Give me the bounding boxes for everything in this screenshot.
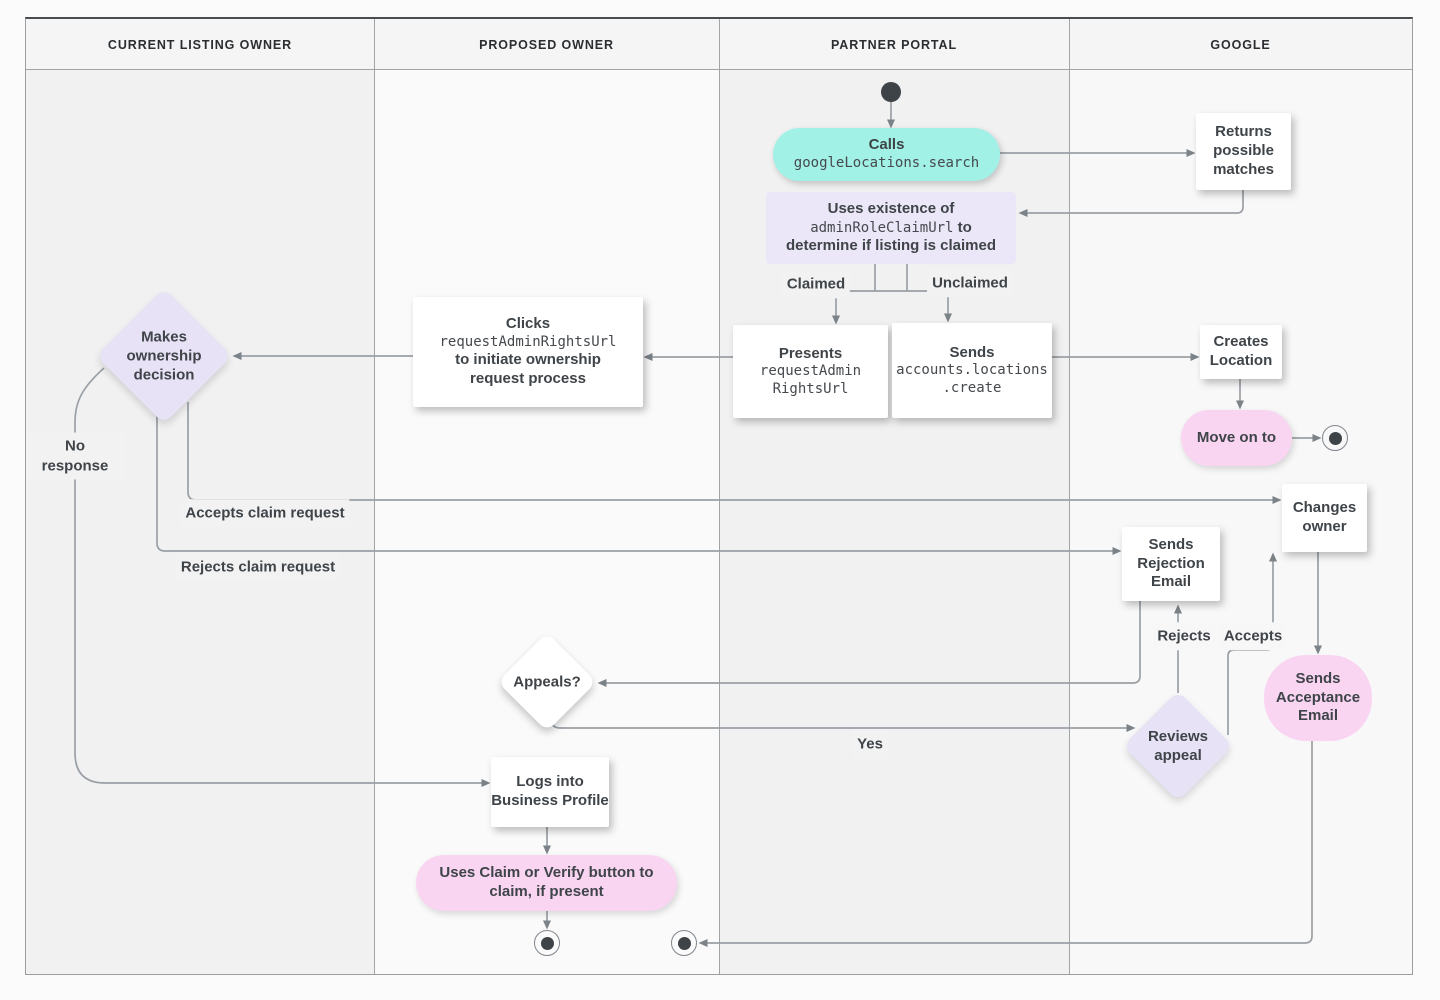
label-claimed: Claimed: [781, 270, 851, 298]
calls-googlelocations-node: Calls googleLocations.search: [773, 128, 1000, 181]
uses-line2: adminRoleClaimUrl to: [810, 219, 972, 238]
lane-divider: [374, 19, 375, 974]
changes-owner-label: Changes owner: [1292, 499, 1357, 535]
lane-title-google: GOOGLE: [1210, 37, 1271, 52]
lane-divider: [719, 19, 720, 974]
uses-post: to: [953, 218, 972, 236]
clicks-code: requestAdminRightsUrl: [439, 333, 617, 350]
start-node: [881, 82, 901, 102]
end-node-create-flow: [1322, 425, 1348, 451]
label-unclaimed: Unclaimed: [927, 269, 1013, 297]
sends-create-code2: .create: [942, 379, 1002, 396]
reviews-appeal-diamond: Reviews appeal: [1122, 690, 1234, 802]
lane-title-current-owner: CURRENT LISTING OWNER: [107, 37, 293, 52]
uses-line1: Uses existence of: [827, 199, 955, 217]
end-node-dot: [540, 936, 554, 950]
claim-verify-node: Uses Claim or Verify button to claim, if…: [416, 855, 677, 911]
label-no-response: No response: [26, 432, 124, 480]
creates-location-node: Creates Location: [1200, 325, 1282, 379]
changes-owner-node: Changes owner: [1282, 484, 1367, 552]
reviews-appeal-label: Reviews appeal: [1147, 727, 1209, 764]
end-node-dot: [1328, 431, 1342, 445]
calls-title: Calls: [868, 136, 905, 154]
creates-location-label: Creates Location: [1209, 333, 1273, 369]
label-accepts-claim: Accepts claim request: [180, 499, 350, 527]
presents-title: Presents: [778, 344, 843, 362]
acceptance-email-label: Sends Acceptance Email: [1275, 669, 1361, 725]
lane-proposed-owner: [374, 19, 719, 974]
sends-create-title: Sends: [949, 343, 995, 361]
clicks-line3: to initiate ownership: [455, 351, 601, 369]
sends-create-code1: accounts.locations: [896, 362, 1048, 379]
calls-code: googleLocations.search: [793, 155, 980, 172]
returns-matches-label: Returns possible matches: [1213, 123, 1274, 178]
label-rejects: Rejects: [1152, 622, 1216, 650]
rejection-email-label: Sends Rejection Email: [1137, 535, 1205, 591]
lane-current-listing-owner: [26, 19, 374, 974]
presents-code1: requestAdmin: [759, 363, 862, 380]
ownership-decision-label: Makes ownership decision: [126, 328, 202, 384]
end-node-acceptance-flow: [671, 930, 697, 956]
logs-in-node: Logs into Business Profile: [491, 757, 609, 827]
label-rejects-claim: Rejects claim request: [175, 553, 341, 581]
label-yes: Yes: [852, 730, 888, 758]
sends-create-node: Sends accounts.locations .create: [892, 323, 1052, 418]
presents-url-node: Presents requestAdmin RightsUrl: [733, 325, 888, 418]
returns-matches-node: Returns possible matches: [1196, 113, 1291, 190]
move-on-node: Move on to: [1181, 410, 1292, 466]
appeals-label: Appeals?: [513, 673, 581, 691]
claim-verify-label: Uses Claim or Verify button to claim, if…: [439, 864, 654, 900]
lane-title-partner-portal: PARTNER PORTAL: [830, 37, 958, 52]
lane-title-proposed-owner: PROPOSED OWNER: [479, 37, 614, 52]
appeals-diamond: Appeals?: [497, 632, 597, 732]
ownership-decision-diamond: Makes ownership decision: [96, 288, 232, 424]
rejection-email-node: Sends Rejection Email: [1122, 527, 1220, 601]
presents-code2: RightsUrl: [772, 380, 849, 397]
clicks-url-node: Clicks requestAdminRightsUrl to initiate…: [413, 297, 643, 407]
lane-divider: [1069, 19, 1070, 974]
label-accepts: Accepts: [1218, 622, 1288, 650]
uses-code: adminRoleClaimUrl: [810, 219, 954, 236]
end-node-dot: [677, 936, 691, 950]
acceptance-email-node: Sends Acceptance Email: [1264, 655, 1372, 741]
move-on-label: Move on to: [1196, 428, 1277, 446]
clicks-line4: request process: [470, 370, 586, 388]
clicks-title: Clicks: [505, 315, 551, 333]
end-node-claim-flow: [534, 930, 560, 956]
uses-existence-node: Uses existence of adminRoleClaimUrl to d…: [766, 192, 1016, 264]
logs-in-label: Logs into Business Profile: [491, 773, 609, 809]
uses-line3: determine if listing is claimed: [785, 237, 997, 255]
